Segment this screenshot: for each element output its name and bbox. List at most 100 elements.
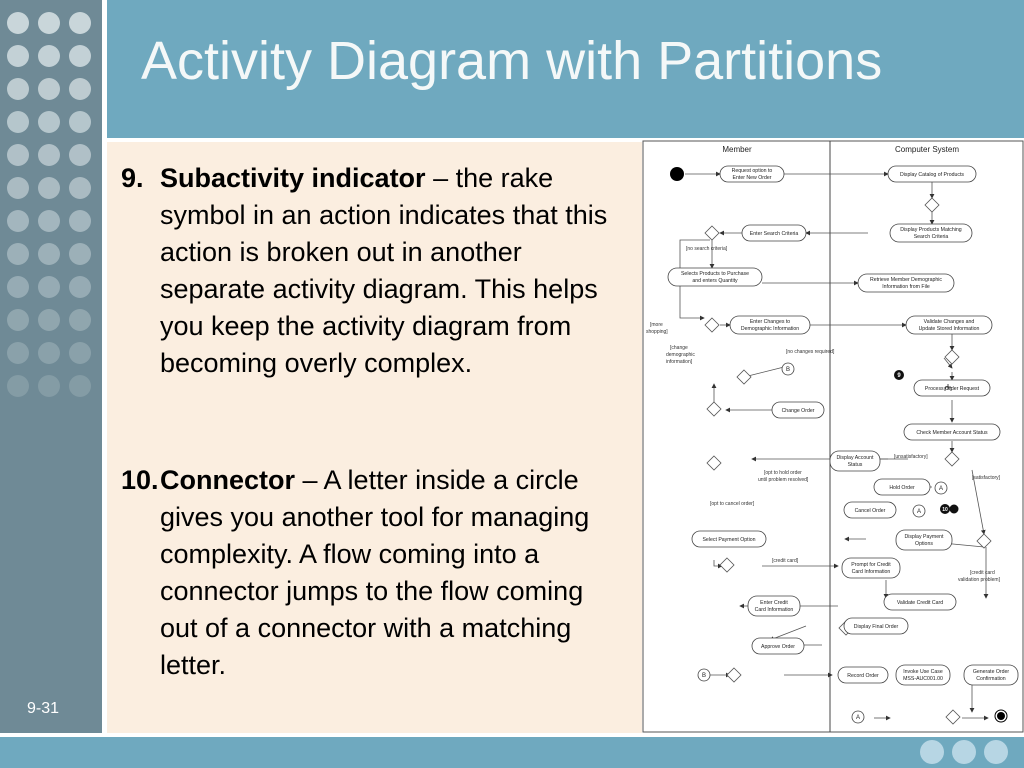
action-label: Options <box>915 541 933 547</box>
action-label: Information from File <box>882 284 930 290</box>
decorative-dot <box>69 144 91 166</box>
connector-circles <box>697 362 948 724</box>
guard-label: [opt to hold order <box>764 470 802 476</box>
connector-letter: A <box>856 715 860 721</box>
slide-number: 9-31 <box>27 700 60 717</box>
left-decorative-rail <box>0 0 102 733</box>
decision-node <box>706 455 722 471</box>
decision-node <box>726 667 742 683</box>
decorative-dot <box>69 78 91 100</box>
action-label: Card Information <box>755 607 794 613</box>
action-label: Display Payment <box>905 534 944 540</box>
guard-label: [change <box>670 345 688 351</box>
guard-label: information] <box>666 359 693 365</box>
guard-label: [unsatisfactory] <box>894 454 928 460</box>
item-separator: – <box>425 163 456 193</box>
connector-letter: B <box>786 367 790 373</box>
callout-connector-marker-2 <box>949 504 959 514</box>
decision-node <box>719 557 735 573</box>
decorative-dot <box>69 45 91 67</box>
guard-label: [more <box>650 322 663 328</box>
action-label: Prompt for Credit <box>851 562 891 568</box>
guard-label: [no search criteria] <box>686 246 728 252</box>
decorative-dot <box>952 740 976 764</box>
action-label: Enter Changes to <box>750 319 790 325</box>
decorative-dot <box>7 78 29 100</box>
decorative-dot <box>69 210 91 232</box>
action-label: Record Order <box>847 673 879 679</box>
decorative-dot <box>38 78 60 100</box>
action-label: Approve Order <box>761 644 795 650</box>
final-node-inner <box>997 712 1005 720</box>
action-label: Select Payment Option <box>702 537 755 543</box>
decorative-dot <box>38 276 60 298</box>
action-label: Change Order <box>782 408 815 414</box>
action-label: Process Order Request <box>925 386 980 392</box>
decorative-dot <box>69 177 91 199</box>
callout-connector-marker <box>940 504 950 514</box>
connector-letter: A <box>939 486 943 492</box>
decorative-dot <box>38 177 60 199</box>
decorative-dot <box>7 243 29 265</box>
action-label: Generate Order <box>973 669 1010 675</box>
content-panel: 9. Subactivity indicator – the rake symb… <box>107 142 642 733</box>
decorative-dot <box>7 177 29 199</box>
decorative-dot <box>7 375 29 397</box>
decorative-dot <box>69 309 91 331</box>
decision-node <box>924 197 940 213</box>
decorative-dot <box>69 111 91 133</box>
decorative-dot <box>7 210 29 232</box>
decision-nodes <box>704 197 992 725</box>
action-label: Search Criteria <box>914 234 949 240</box>
decision-node <box>945 709 961 725</box>
action-label: Enter Search Criteria <box>750 231 799 237</box>
decorative-dot <box>69 243 91 265</box>
item-separator: – <box>295 465 324 495</box>
title-bar: Activity Diagram with Partitions <box>107 0 1024 138</box>
swimlane-label-computer-system: Computer System <box>895 145 959 154</box>
action-labels: Request option to Enter New Order Displa… <box>681 168 1009 682</box>
guard-label: [no changes required] <box>786 349 835 355</box>
connector-letters: B A A B A <box>702 367 943 721</box>
action-nodes <box>667 165 1019 686</box>
decorative-dot <box>38 210 60 232</box>
decorative-dot <box>7 45 29 67</box>
slide-title: Activity Diagram with Partitions <box>141 31 883 91</box>
decorative-dot <box>69 375 91 397</box>
guard-label: validation problem] <box>958 577 1001 583</box>
action-label: Display Catalog of Products <box>900 172 964 178</box>
decision-node <box>944 349 960 365</box>
action-label: Confirmation <box>976 676 1006 682</box>
guard-label: demographic <box>666 352 695 358</box>
action-label: and enters Quantity <box>692 278 738 284</box>
decorative-dot <box>69 342 91 364</box>
decision-node <box>704 225 720 241</box>
decision-node <box>944 451 960 467</box>
decorative-dot <box>7 342 29 364</box>
item-term: Subactivity indicator <box>160 163 426 193</box>
flow-arrows <box>679 171 989 721</box>
decision-node <box>704 317 720 333</box>
guard-label: until problem resolved] <box>758 477 809 483</box>
guard-labels: [no search criteria] [more shopping] [ch… <box>646 246 1001 583</box>
decorative-dot <box>38 45 60 67</box>
guard-label: [opt to cancel order] <box>710 501 755 507</box>
decision-node <box>736 369 752 385</box>
decorative-dot <box>69 12 91 34</box>
bottom-bar <box>0 737 1024 768</box>
item-term: Connector <box>160 465 295 495</box>
decorative-dot <box>7 144 29 166</box>
action-label: Enter New Order <box>733 175 772 181</box>
decorative-dot <box>7 309 29 331</box>
action-label: Status <box>848 462 863 468</box>
list-item-connector: 10. Connector – A letter inside a circle… <box>121 462 621 684</box>
guard-label: [credit card <box>970 570 995 576</box>
action-label: Card Information <box>852 569 891 575</box>
action-label: Validate Credit Card <box>897 600 943 606</box>
decision-node <box>976 533 992 549</box>
action-label: Validate Changes and <box>924 319 975 325</box>
connector-letter: B <box>702 673 706 679</box>
rake-icon <box>944 384 952 391</box>
decision-node <box>706 401 722 417</box>
decorative-dot <box>920 740 944 764</box>
